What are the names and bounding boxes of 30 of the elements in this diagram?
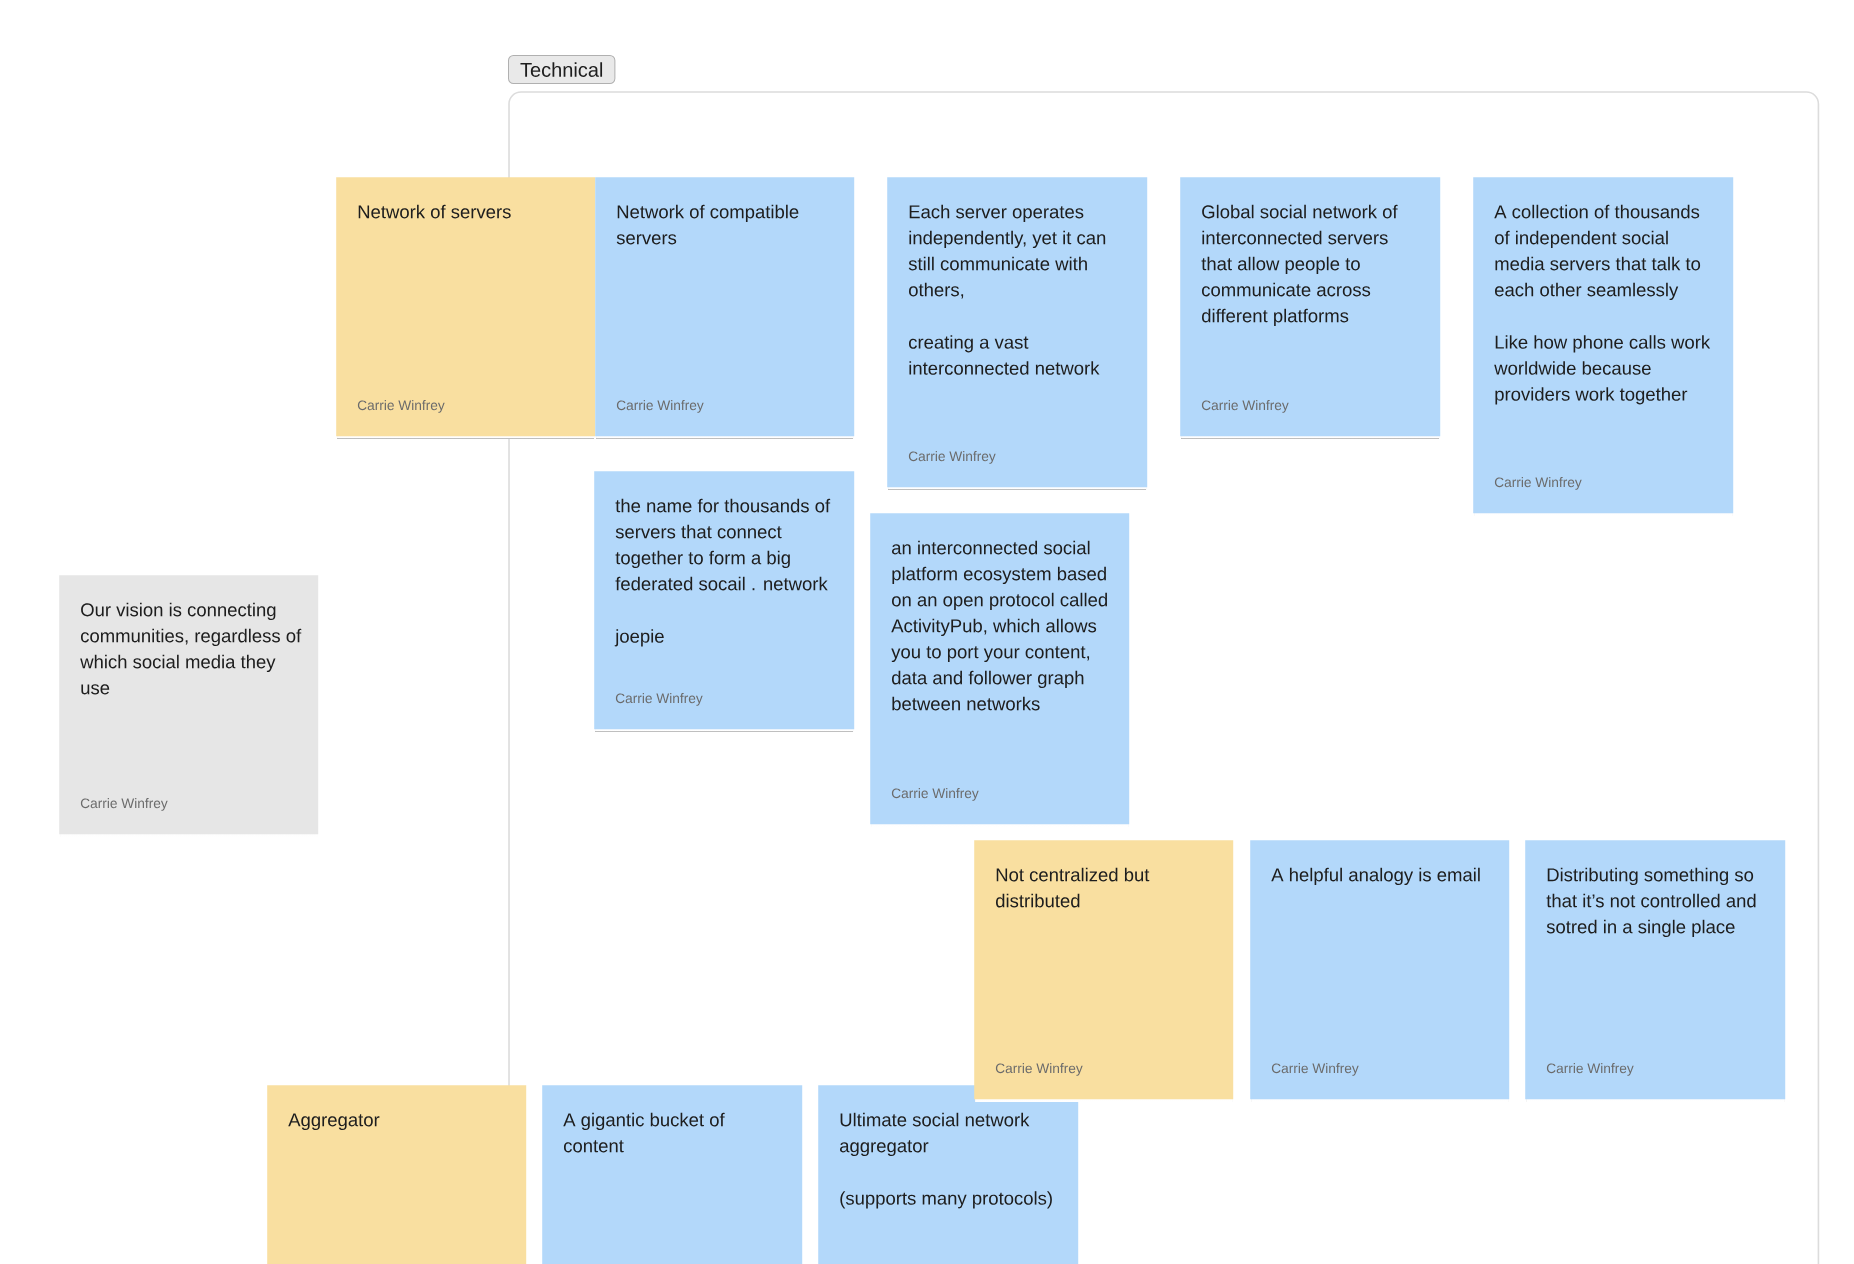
note-text: Network of compatible servers — [616, 204, 799, 245]
note-text: Not centralized but distributed — [996, 867, 1150, 908]
note-text: an interconnected social platform ecosystem based on an open protocol called ActivityPub, which allows you to port your content, data and follower graph between networks — [891, 540, 1107, 711]
note-text: creating a vast interconnected network — [909, 335, 1100, 375]
note-text: Network of servers — [358, 204, 511, 219]
author-name: Carrie Winfrey — [1201, 400, 1289, 413]
note-text: the name for thousands of servers that connect together to form a big federated socail . network — [615, 498, 831, 591]
author-name: Carrie Winfrey — [908, 451, 996, 464]
note-text: Like how phone calls work worldwide because providers work together — [1494, 335, 1711, 405]
author-name: Carrie Winfrey — [616, 400, 704, 413]
author-name: Carrie Winfrey — [891, 788, 979, 801]
author-name: Carrie Winfrey — [80, 798, 168, 811]
note-text: Our vision is connecting communities, regardless of which social media they use — [80, 602, 302, 695]
author-name: Carrie Winfrey — [615, 693, 703, 706]
section-tag: Technical — [508, 55, 616, 84]
author-name: Carrie Winfrey — [1494, 477, 1582, 490]
note-text: A helpful analogy is email — [1271, 867, 1480, 886]
note-text: Distributing something so that it’s not controlled and sotred in a single place — [1546, 867, 1756, 938]
author-name: Carrie Winfrey — [1546, 1063, 1634, 1076]
note-text: Global social network of interconnected servers that allow people to communicate across different platforms — [1201, 204, 1398, 327]
author-name: Carrie Winfrey — [995, 1063, 1083, 1076]
note-text: Ultimate social network aggregator — [840, 1112, 1030, 1157]
note-text: (supports many protocols) — [840, 1191, 1052, 1209]
author-name: Carrie Winfrey — [1271, 1063, 1359, 1076]
note-text: joepie — [614, 629, 664, 647]
note-text: A gigantic bucket of content — [563, 1112, 725, 1153]
note-text: Each server operates independently, yet it can still communicate with others, — [908, 204, 1106, 299]
author-name: Carrie Winfrey — [357, 400, 445, 413]
note-text: Aggregator — [288, 1113, 380, 1131]
note-text: A collection of thousands of independent social media servers that talk to each other seamlessly — [1494, 204, 1701, 301]
